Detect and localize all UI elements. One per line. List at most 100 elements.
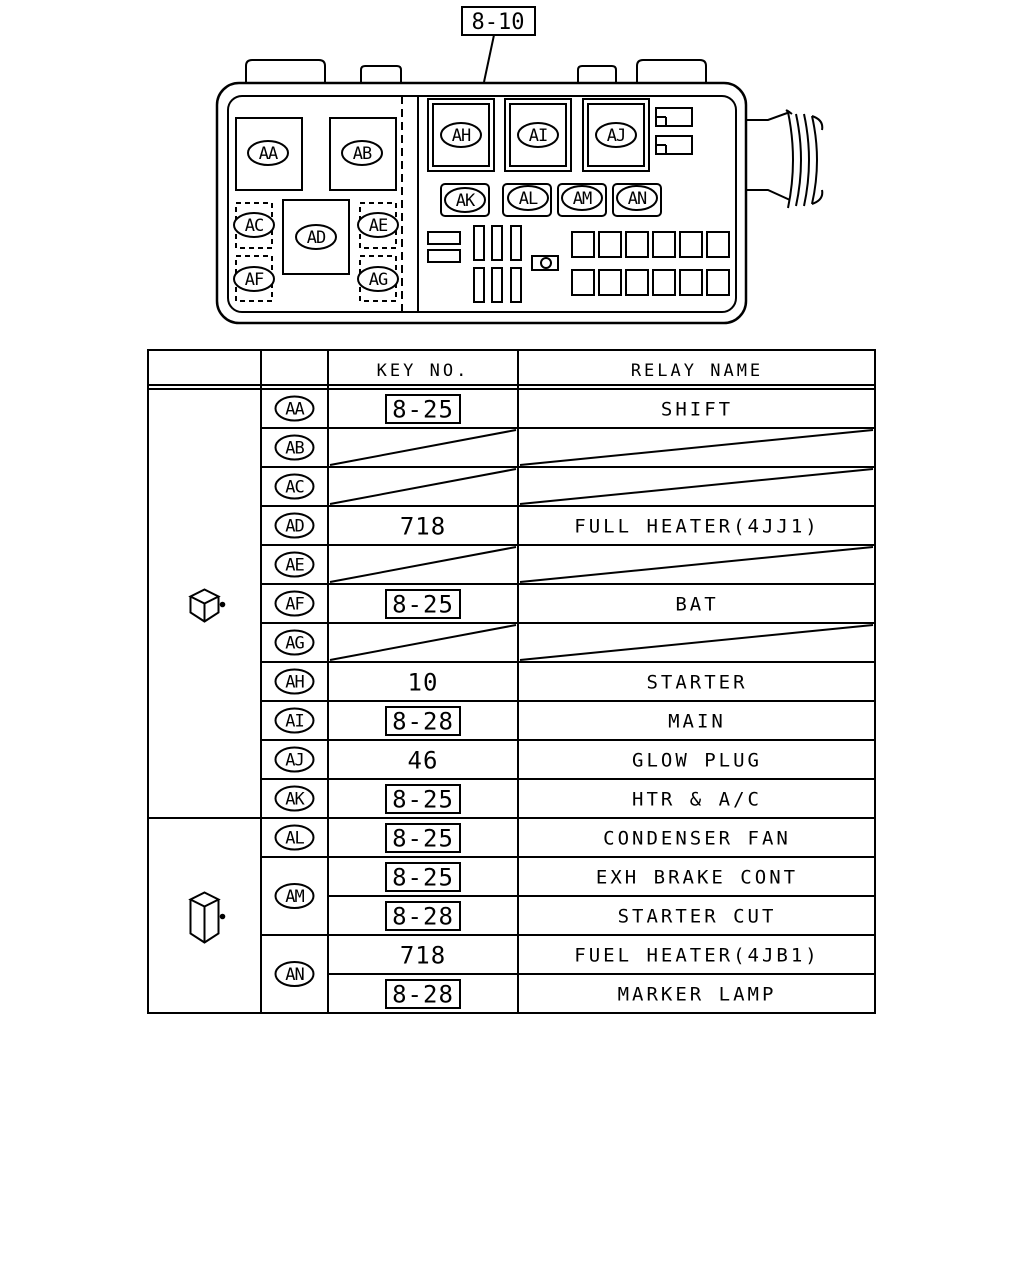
key-box: [385, 706, 461, 736]
row-code-al: AL: [274, 824, 315, 851]
row-code-af-label: AF: [285, 595, 304, 615]
diagram-badge-ab: AB: [341, 140, 383, 166]
row-code-ag-label: AG: [285, 634, 304, 654]
relay-box-diagram: 8-10: [215, 6, 824, 325]
callout-label: 8-10: [472, 10, 525, 35]
row-code-ai-label: AI: [285, 712, 303, 732]
diagram-badge-an-label: AN: [628, 189, 647, 209]
row-code-aj-label: AJ: [285, 751, 303, 771]
relay-name: STARTER: [646, 672, 747, 694]
fuse-grid: [571, 231, 730, 296]
row-code-ah: AH: [274, 668, 315, 695]
top-tabs: [245, 59, 707, 83]
key-no: 8-25: [392, 396, 454, 424]
diagram-badge-ac-label: AC: [245, 216, 263, 236]
table-row: 46 GLOW PLUG: [408, 747, 762, 775]
diagram-badge-ad: AD: [295, 224, 337, 250]
relay-name: SHIFT: [661, 399, 733, 421]
key-box: [385, 901, 461, 931]
row-code-ak: AK: [274, 785, 315, 812]
diagram-badge-ak-label: AK: [456, 191, 476, 211]
row-code-am: AM: [274, 883, 315, 909]
diagram-badge-aa: AA: [247, 140, 289, 166]
relay-name: BAT: [675, 594, 718, 616]
key-blank-slash: [329, 624, 517, 661]
relay-box-inner: [227, 95, 737, 313]
key-no: 8-25: [392, 825, 454, 853]
diagram-badge-ah-label: AH: [452, 126, 471, 146]
row-code-af: AF: [274, 590, 315, 617]
relay-name: STARTER CUT: [618, 906, 777, 928]
key-blank-slash: [329, 546, 517, 583]
key-box: [385, 979, 461, 1009]
diagram-badge-ac: AC: [233, 212, 275, 238]
key-no: 8-28: [392, 708, 454, 736]
row-code-ag: AG: [274, 629, 315, 656]
row-code-ak-label: AK: [285, 790, 305, 810]
relay-name: CONDENSER FAN: [603, 828, 791, 850]
key-no: 8-25: [392, 591, 454, 619]
mini-fuses: [427, 225, 559, 303]
diagram-badge-ai: AI: [517, 122, 559, 148]
header-key-no: KEY NO.: [377, 361, 470, 381]
table-row: 8-25 SHIFT: [385, 394, 733, 424]
diagram-badge-af-label: AF: [245, 270, 264, 290]
key-box: [385, 823, 461, 853]
key-blank-slash: [329, 429, 517, 466]
key-no: 10: [408, 669, 439, 697]
key-box: [385, 589, 461, 619]
table-row: [329, 468, 874, 505]
relay-aj: [582, 98, 650, 172]
table-row: [329, 546, 874, 583]
relay-name: FUEL HEATER(4JB1): [574, 945, 819, 967]
diagram-badge-am-label: AM: [573, 189, 592, 209]
diagram-badge-al-label: AL: [519, 189, 538, 209]
small-fuses-top: [655, 107, 693, 155]
relay-4pin-icon: [188, 588, 226, 623]
row-code-am-label: AM: [285, 887, 304, 907]
key-no: 718: [400, 942, 446, 970]
diagram-badge-ae: AE: [357, 212, 399, 238]
callout-leader: [483, 34, 495, 83]
relay-name: FULL HEATER(4JJ1): [574, 516, 819, 538]
row-code-ai: AI: [274, 707, 315, 734]
relay-5pin-icon: [188, 891, 226, 944]
diagram-badge-an: AN: [616, 185, 658, 211]
row-code-an: AN: [274, 961, 315, 987]
key-blank-slash: [329, 468, 517, 505]
key-no: 8-28: [392, 981, 454, 1009]
diagram-badge-aj: AJ: [595, 122, 637, 148]
relay-name: HTR & A/C: [632, 789, 762, 811]
table-row: 8-28 MARKER LAMP: [385, 979, 777, 1009]
key-no: 718: [400, 513, 446, 541]
table-row: 8-25 CONDENSER FAN: [385, 823, 791, 853]
row-code-aj: AJ: [274, 746, 315, 773]
table-row: 8-25 BAT: [385, 589, 718, 619]
diagram-badge-ak: AK: [444, 187, 486, 213]
relay-name: MARKER LAMP: [618, 984, 777, 1006]
diagram-badge-ag-label: AG: [369, 270, 388, 290]
cable-grommet: [746, 109, 824, 209]
diagram-badge-aj-label: AJ: [607, 126, 625, 146]
diagram-badge-ag: AG: [357, 266, 399, 292]
key-no: 46: [408, 747, 439, 775]
row-code-ae-label: AE: [285, 556, 304, 576]
row-code-al-label: AL: [285, 829, 304, 849]
row-code-ab-label: AB: [285, 439, 304, 459]
relay-name: EXH BRAKE CONT: [596, 867, 798, 889]
table-row: [329, 624, 874, 661]
relay-name: GLOW PLUG: [632, 750, 762, 772]
row-code-ac: AC: [274, 473, 315, 500]
table-row: 8-25 EXH BRAKE CONT: [385, 862, 798, 892]
diagram-badge-ae-label: AE: [369, 216, 388, 236]
key-no: 8-25: [392, 864, 454, 892]
diagram-badge-ad-label: AD: [307, 228, 326, 248]
row-code-aa-label: AA: [285, 400, 304, 420]
row-code-an-label: AN: [285, 965, 304, 985]
name-blank-slash: [519, 624, 874, 661]
diagram-badge-aa-label: AA: [259, 144, 278, 164]
name-blank-slash: [519, 429, 874, 466]
table-row: 718 FUEL HEATER(4JB1): [400, 942, 819, 970]
